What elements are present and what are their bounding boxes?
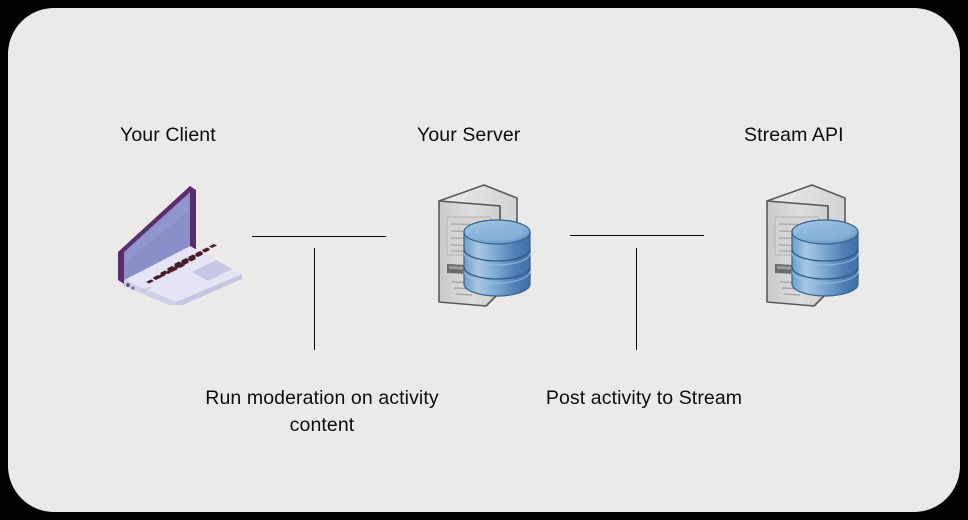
edge-server-api-horizontal-line — [570, 235, 704, 236]
edge-client-server-horizontal-line — [252, 236, 386, 237]
edge-label-line-2: content — [289, 414, 355, 436]
node-label-stream-api: Stream API — [744, 124, 844, 146]
edge-client-server-vertical-line — [314, 248, 315, 350]
edge-label-run-moderation: Run moderation on activity content — [172, 385, 472, 439]
node-label-your-client: Your Client — [120, 124, 216, 146]
edge-label-line-1: Post activity to Stream — [545, 387, 743, 409]
edge-label-line-1: Run moderation on activity — [205, 387, 439, 409]
laptop-icon — [112, 180, 244, 305]
edge-label-post-activity: Post activity to Stream — [494, 385, 794, 412]
server-database-icon-your-server — [416, 176, 548, 310]
server-database-icon-stream-api — [744, 176, 876, 310]
node-label-your-server: Your Server — [417, 124, 521, 146]
diagram-card: Your Client Your Server Stream API — [8, 8, 960, 512]
edge-server-api-vertical-line — [636, 248, 637, 350]
